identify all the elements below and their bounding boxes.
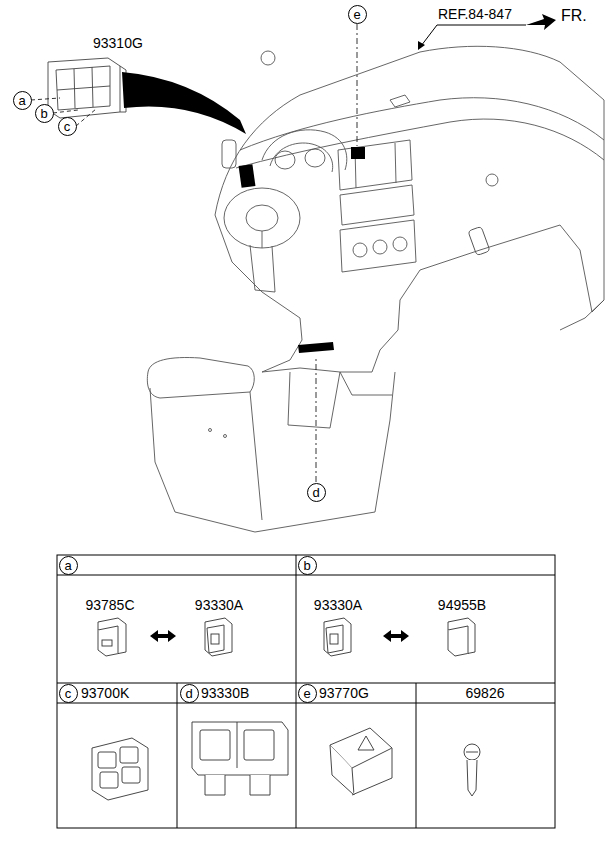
callout-circle: d [180, 684, 199, 703]
callout-circle: b [298, 556, 317, 575]
callout-letter: d [312, 486, 319, 499]
callout-letter: d [185, 687, 192, 700]
callout-circle: c [59, 684, 78, 703]
part-number: 94955B [437, 598, 487, 613]
callout-letter: a [18, 94, 25, 107]
part-number: 93310G [92, 36, 144, 51]
part-number: 93770G [318, 686, 370, 701]
part-number: 93785C [84, 598, 135, 613]
direction-label: FR. [560, 7, 588, 25]
callout-letter: c [65, 687, 72, 700]
reference-label: REF.84-847 [437, 7, 513, 22]
callout-circle: b [35, 104, 54, 123]
callout-letter: b [303, 559, 310, 572]
part-number: 93330A [194, 598, 244, 613]
callout-letter: c [64, 120, 71, 133]
part-number: 93700K [80, 686, 130, 701]
part-number: 93330A [313, 598, 363, 613]
part-number: 69826 [465, 686, 506, 701]
callout-letter: e [353, 8, 360, 21]
callout-circle: a [59, 556, 78, 575]
callout-letter: b [40, 107, 47, 120]
callout-letter: e [303, 687, 310, 700]
callout-circle: a [13, 91, 32, 110]
callout-circle: e [348, 5, 367, 24]
part-number: 93330B [200, 686, 250, 701]
callout-letter: a [64, 559, 71, 572]
callout-circle: e [298, 684, 317, 703]
callout-circle: c [58, 117, 77, 136]
callout-circle: d [307, 483, 326, 502]
